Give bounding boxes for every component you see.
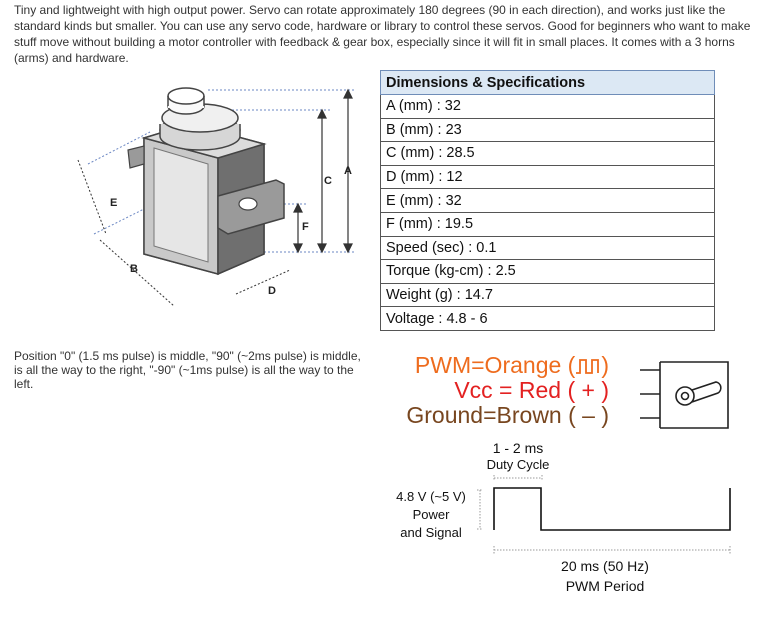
- power-label: Power: [412, 507, 450, 522]
- pwm-waveform: 1 - 2 ms Duty Cycle 4.8 V (~5 V) Power a…: [380, 432, 760, 612]
- duty-cycle-label: Duty Cycle: [486, 457, 550, 472]
- table-row: C (mm) : 28.5: [380, 141, 715, 166]
- intro-paragraph: Tiny and lightweight with high output po…: [14, 3, 751, 65]
- label-c: C: [324, 175, 332, 187]
- table-row: F (mm) : 19.5: [380, 211, 715, 237]
- table-row: D (mm) : 12: [380, 164, 715, 190]
- table-row: Weight (g) : 14.7: [380, 282, 715, 308]
- label-f: F: [302, 221, 309, 233]
- pwm-waveform-graph: [477, 475, 731, 554]
- table-row: Torque (kg-cm) : 2.5: [380, 259, 715, 284]
- servo-dimension-diagram: A C F E B D: [77, 87, 356, 307]
- duty-time-label: 1 - 2 ms: [492, 440, 544, 456]
- table-row: A (mm) : 32: [380, 94, 715, 119]
- ground-wire-label: Ground=Brown ( – ): [406, 402, 609, 428]
- table-row: E (mm) : 32: [380, 188, 715, 213]
- servo-symbol-icon: [640, 361, 729, 429]
- label-e: E: [110, 197, 117, 209]
- label-d: D: [268, 285, 276, 297]
- voltage-label: 4.8 V (~5 V): [396, 489, 466, 504]
- specs-table-header: Dimensions & Specifications: [380, 70, 715, 95]
- period-time-label: 20 ms (50 Hz): [561, 558, 649, 574]
- position-note: Position "0" (1.5 ms pulse) is middle, "…: [14, 349, 361, 391]
- pwm-period-label: PWM Period: [565, 578, 645, 594]
- specs-table: Dimensions & Specifications A (mm) : 32 …: [380, 70, 715, 331]
- label-b: B: [130, 263, 138, 275]
- vcc-wire-label: Vcc = Red ( + ): [454, 377, 609, 403]
- pwm-wire-label: PWM=Orange (): [415, 352, 609, 378]
- signal-label: and Signal: [400, 525, 462, 540]
- pwm-wire-text: PWM=Orange (: [414, 352, 576, 378]
- label-a: A: [344, 165, 352, 177]
- wire-color-legend: PWM=Orange () Vcc = Red ( + ) Ground=Bro…: [380, 350, 750, 440]
- pulse-icon: [576, 359, 600, 374]
- table-row: Speed (sec) : 0.1: [380, 235, 715, 261]
- pwm-wire-close: ): [601, 352, 609, 378]
- table-row: B (mm) : 23: [380, 117, 715, 143]
- table-row: Voltage : 4.8 - 6: [380, 306, 715, 331]
